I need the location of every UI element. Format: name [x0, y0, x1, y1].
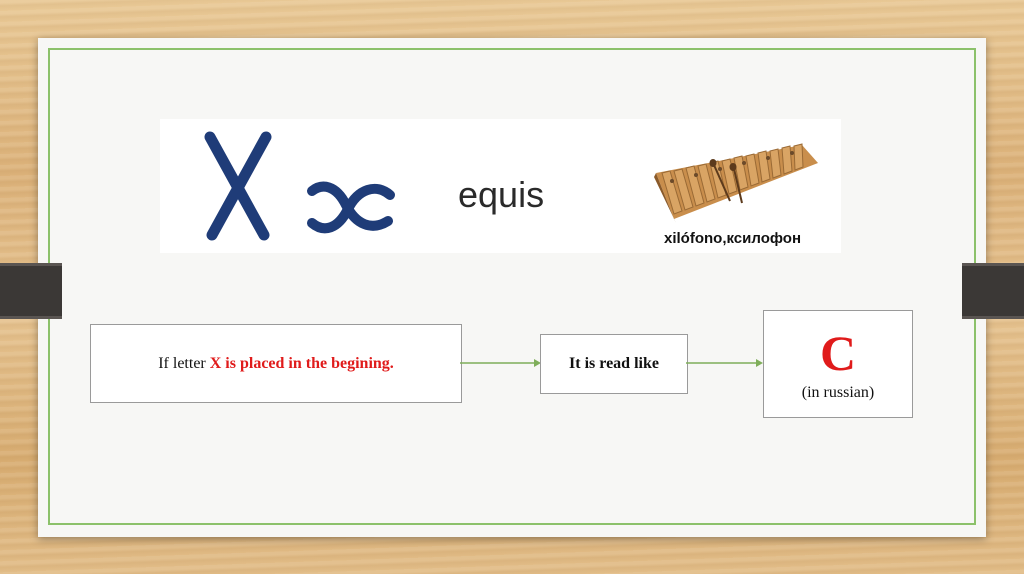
slide	[38, 38, 986, 537]
arrow-2	[686, 359, 763, 367]
condition-box: If letter X is placed in the begining.	[90, 324, 462, 403]
word-equis: equis	[458, 174, 545, 215]
letter-x-lowercase-graphic	[307, 181, 395, 234]
xylophone-caption: xilófono,ксилофон	[664, 230, 802, 247]
result-note: (in russian)	[801, 384, 875, 401]
condition-prefix: If letter	[158, 354, 210, 372]
letter-banner: equis xilófono,ксилофон	[160, 119, 841, 253]
right-tab-decoration	[962, 263, 1024, 319]
read-like-box: It is read like	[540, 334, 688, 394]
left-tab-decoration	[0, 263, 62, 319]
xylophone-image	[654, 143, 818, 223]
letter-x-uppercase-graphic	[204, 131, 272, 241]
read-like-label: It is read like	[569, 355, 659, 372]
result-letter: C	[819, 325, 857, 381]
condition-highlight: X is placed in the begining.	[209, 354, 394, 372]
arrow-1	[460, 359, 541, 367]
result-box: C (in russian)	[763, 310, 913, 418]
